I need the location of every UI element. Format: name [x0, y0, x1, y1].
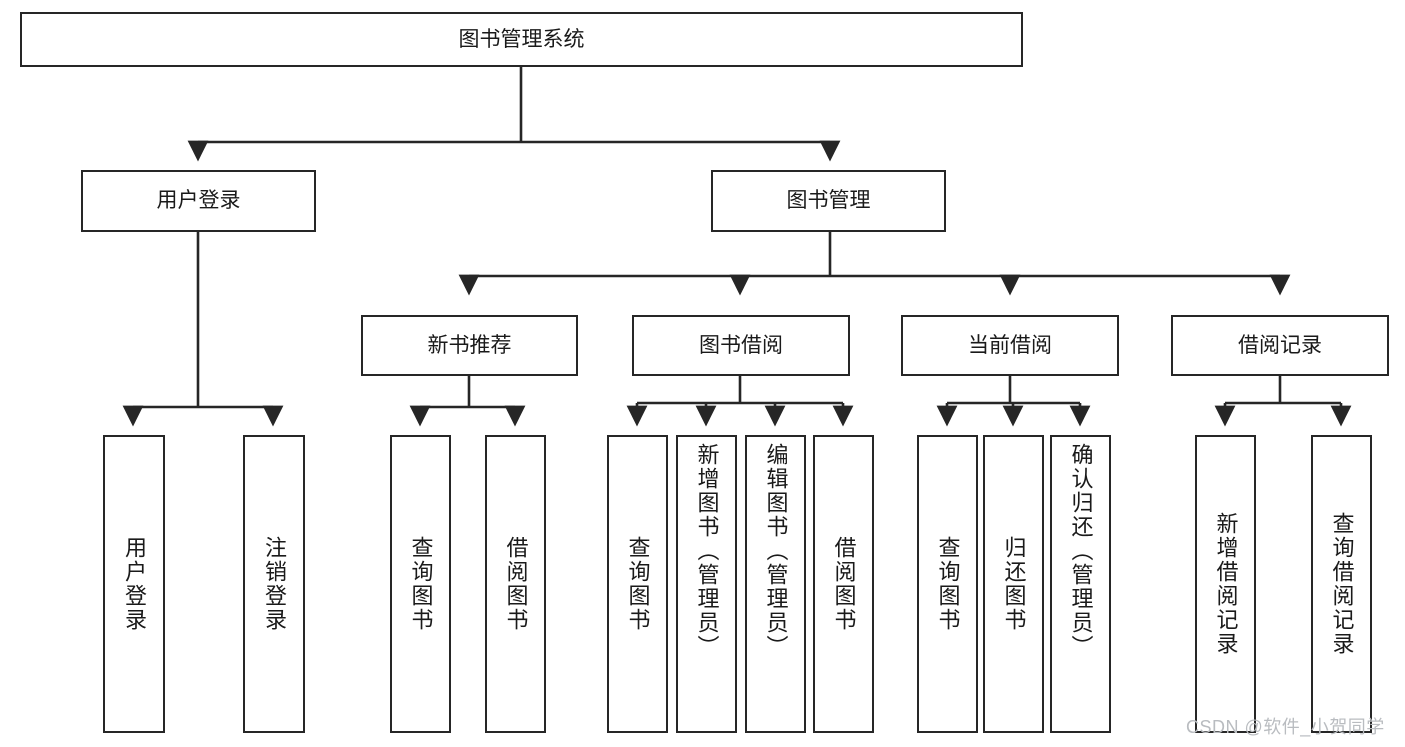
watermark: CSDN @软件_小贺同学	[1186, 717, 1385, 737]
node-label: 用户登录	[156, 189, 241, 213]
node-label: 归还图书	[1001, 536, 1027, 632]
node-label: 图书管理系统	[458, 27, 585, 51]
node-leaf-logout-login[interactable]: 注销登录	[243, 435, 305, 733]
node-leaf-edit-book[interactable]: 编辑图书（管理员）	[745, 435, 806, 733]
node-label: 新增借阅记录	[1213, 512, 1239, 656]
node-borrow-record[interactable]: 借阅记录	[1171, 315, 1389, 376]
node-label: 借阅记录	[1238, 333, 1322, 357]
node-label: 查询图书	[408, 536, 434, 632]
node-current-borrow[interactable]: 当前借阅	[901, 315, 1119, 376]
node-label: 注销登录	[262, 536, 287, 632]
node-label: 新书推荐	[427, 333, 512, 357]
node-book-manage[interactable]: 图书管理	[711, 170, 946, 232]
node-label: 查询图书	[625, 536, 651, 632]
node-label: 查询图书	[935, 536, 961, 632]
node-leaf-user-login[interactable]: 用户登录	[103, 435, 165, 733]
node-leaf-return-book[interactable]: 归还图书	[983, 435, 1044, 733]
node-leaf-borrow-book-1[interactable]: 借阅图书	[485, 435, 546, 733]
node-leaf-confirm-return[interactable]: 确认归还（管理员）	[1050, 435, 1111, 733]
node-root[interactable]: 图书管理系统	[20, 12, 1023, 67]
node-leaf-add-record[interactable]: 新增借阅记录	[1195, 435, 1256, 733]
node-label: 编辑图书（管理员）	[763, 443, 789, 659]
node-label: 用户登录	[122, 536, 147, 632]
node-leaf-query-book-2[interactable]: 查询图书	[607, 435, 668, 733]
node-leaf-query-record[interactable]: 查询借阅记录	[1311, 435, 1372, 733]
node-label: 借阅图书	[503, 536, 529, 632]
node-leaf-query-book-3[interactable]: 查询图书	[917, 435, 978, 733]
node-label: 图书借阅	[699, 333, 783, 357]
node-label: 图书管理	[786, 189, 871, 213]
node-book-borrow[interactable]: 图书借阅	[632, 315, 850, 376]
node-label: 当前借阅	[968, 333, 1052, 357]
node-label: 新增图书（管理员）	[694, 443, 720, 659]
node-leaf-borrow-book-2[interactable]: 借阅图书	[813, 435, 874, 733]
node-leaf-add-book[interactable]: 新增图书（管理员）	[676, 435, 737, 733]
node-new-book-recommend[interactable]: 新书推荐	[361, 315, 578, 376]
node-label: 查询借阅记录	[1329, 512, 1355, 656]
node-label: 借阅图书	[831, 536, 857, 632]
node-leaf-query-book-1[interactable]: 查询图书	[390, 435, 451, 733]
node-user-login[interactable]: 用户登录	[81, 170, 316, 232]
node-label: 确认归还（管理员）	[1068, 443, 1094, 659]
